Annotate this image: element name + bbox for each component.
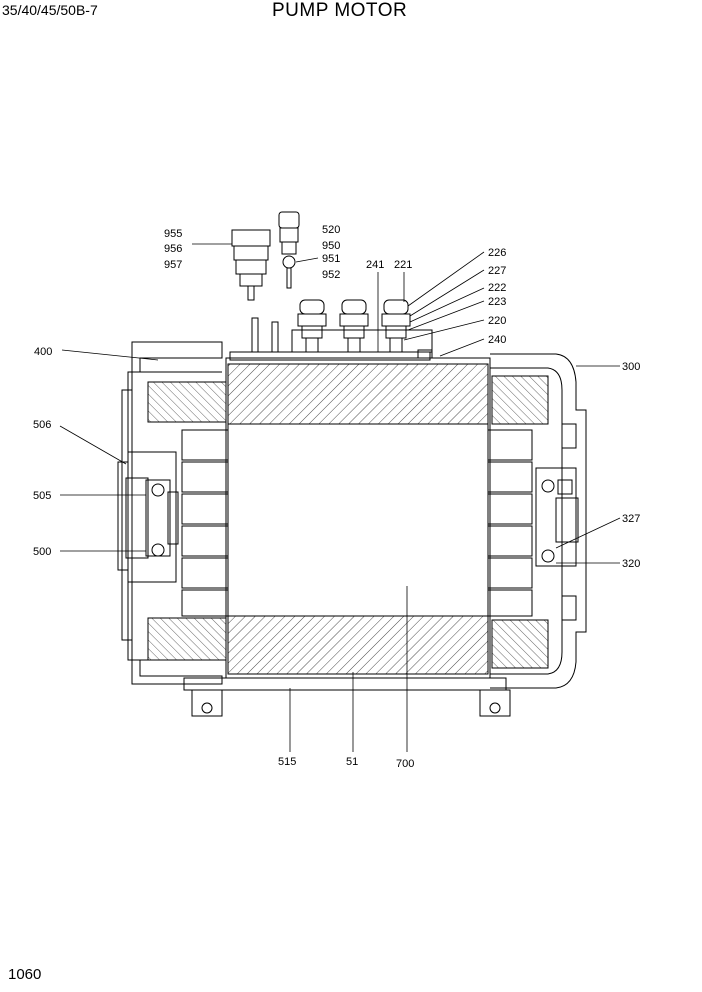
callout-952: 952 (322, 269, 340, 281)
callout-labels: 955 956 957 520 950 951 952 241 221 226 … (33, 224, 640, 770)
callout-227: 227 (488, 265, 506, 277)
callout-241: 241 (366, 259, 384, 271)
right-bearing (535, 467, 579, 567)
stator-housing (225, 357, 491, 679)
callout-957: 957 (164, 259, 182, 271)
callout-222: 222 (488, 282, 506, 294)
callout-320: 320 (622, 558, 640, 570)
callout-520: 520 (322, 224, 340, 236)
callout-515: 515 (278, 756, 296, 768)
model-number: 35/40/45/50B-7 (2, 2, 98, 18)
left-winding (181, 429, 229, 617)
base-rail (183, 677, 511, 717)
page-title: PUMP MOTOR (272, 0, 408, 21)
callout-240: 240 (488, 334, 506, 346)
connector-left (231, 229, 271, 301)
callout-223: 223 (488, 296, 506, 308)
left-bearing (145, 479, 179, 557)
callout-221: 221 (394, 259, 412, 271)
callout-51: 51 (346, 756, 358, 768)
callout-500: 500 (33, 546, 51, 558)
callout-956: 956 (164, 243, 182, 255)
callout-506: 506 (33, 419, 51, 431)
terminal-posts (229, 299, 433, 361)
right-end-cover (490, 353, 587, 689)
callout-300: 300 (622, 361, 640, 373)
callout-700: 700 (396, 758, 414, 770)
callout-951: 951 (322, 253, 340, 265)
callout-400: 400 (34, 346, 52, 358)
callout-950: 950 (322, 240, 340, 252)
page-number: 1060 (8, 966, 42, 983)
callout-505: 505 (33, 490, 51, 502)
callout-327: 327 (622, 513, 640, 525)
left-end-cover (117, 341, 227, 685)
right-winding (487, 429, 533, 617)
connector-right (278, 211, 300, 289)
callout-226: 226 (488, 247, 506, 259)
callout-220: 220 (488, 315, 506, 327)
callout-955: 955 (164, 228, 182, 240)
leader-lines (59, 243, 621, 752)
